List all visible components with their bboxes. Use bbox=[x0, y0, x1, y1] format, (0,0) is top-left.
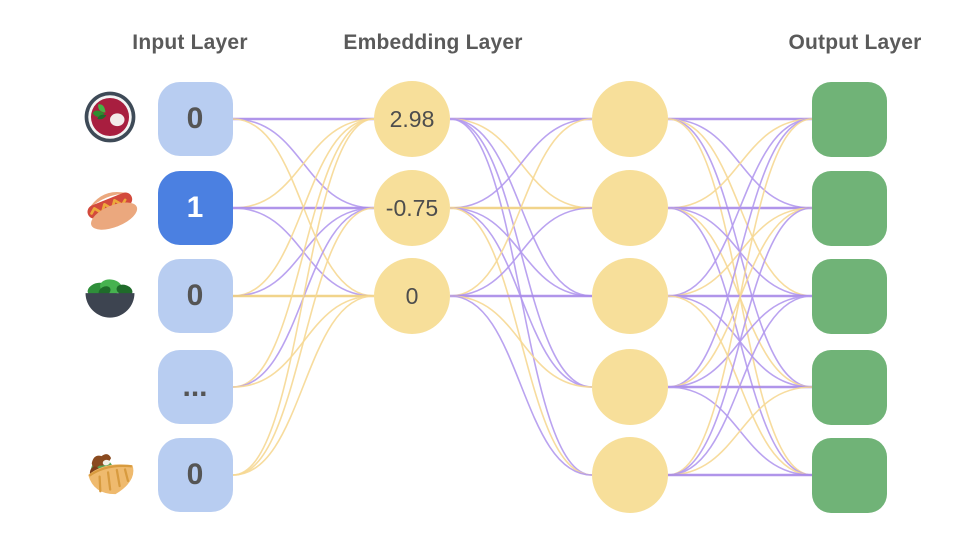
connection-edge bbox=[667, 386, 813, 476]
input-node: 0 bbox=[157, 259, 233, 333]
connection-edge bbox=[667, 118, 813, 209]
connection-edge bbox=[449, 207, 593, 388]
input-node: ... bbox=[157, 350, 233, 424]
input-node: 1 bbox=[157, 171, 233, 245]
input-node-value: 1 bbox=[186, 191, 204, 224]
connection-edge bbox=[232, 295, 375, 476]
hidden-node bbox=[592, 437, 668, 513]
output-layer-title: Output Layer bbox=[788, 31, 922, 54]
connection-edge bbox=[667, 207, 813, 476]
input-node-value: 0 bbox=[186, 102, 204, 135]
connection-edge bbox=[232, 118, 375, 388]
hidden-node bbox=[592, 258, 668, 334]
output-node bbox=[811, 349, 887, 425]
hidden-node bbox=[592, 81, 668, 157]
hidden-node bbox=[592, 349, 668, 425]
input-node: 0 bbox=[157, 438, 233, 512]
embedding-layer-title: Embedding Layer bbox=[343, 31, 523, 54]
output-node bbox=[811, 258, 887, 334]
input-node-value: ... bbox=[182, 370, 208, 403]
pita-wrap-icon-wrapper bbox=[81, 444, 139, 502]
output-node bbox=[811, 437, 887, 513]
salad-bowl-icon-wrapper bbox=[81, 265, 139, 323]
connection-edge bbox=[232, 118, 375, 209]
connection-edge bbox=[232, 118, 375, 297]
hidden-node bbox=[592, 170, 668, 246]
output-node bbox=[811, 81, 887, 157]
embedding-node: 0 bbox=[374, 258, 450, 334]
embedding-node-value: -0.75 bbox=[385, 194, 439, 221]
salad-bowl-icon bbox=[85, 279, 135, 318]
input-node-value: 0 bbox=[186, 458, 204, 491]
output-node bbox=[811, 170, 887, 246]
embedding-node: -0.75 bbox=[374, 170, 450, 246]
connection-edge bbox=[449, 295, 593, 476]
connection-edge bbox=[449, 207, 593, 297]
connection-edge bbox=[232, 118, 375, 476]
embedding-node-value: 2.98 bbox=[389, 105, 435, 132]
connection-edge bbox=[232, 207, 375, 476]
input-layer-title: Input Layer bbox=[132, 31, 248, 54]
connection-edge bbox=[449, 118, 593, 297]
hot-dog-icon-wrapper bbox=[81, 177, 139, 235]
input-node: 0 bbox=[157, 82, 233, 156]
embedding-node-value: 0 bbox=[405, 282, 419, 309]
connection-edge bbox=[667, 118, 813, 297]
input-node-value: 0 bbox=[186, 279, 204, 312]
pita-wrap-icon bbox=[88, 454, 134, 495]
borscht-bowl-icon bbox=[84, 91, 136, 143]
connection-edge bbox=[449, 118, 593, 209]
connection-edge bbox=[449, 295, 593, 388]
borscht-bowl-icon-wrapper bbox=[81, 88, 139, 146]
embedding-node: 2.98 bbox=[374, 81, 450, 157]
connection-edge bbox=[667, 118, 813, 388]
connection-edge bbox=[667, 295, 813, 476]
connection-edge bbox=[667, 118, 813, 476]
hot-dog-icon bbox=[87, 192, 138, 230]
